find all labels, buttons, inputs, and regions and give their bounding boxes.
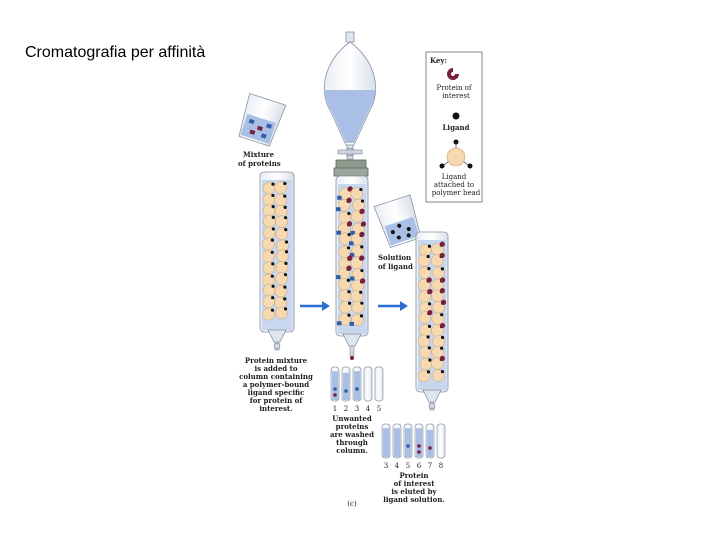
- tube-number: 1: [333, 405, 337, 413]
- test-tube: [374, 366, 384, 402]
- ligand-key-label: Ligand: [443, 123, 470, 132]
- tube-number: 3: [355, 405, 359, 413]
- ligand-icon: [452, 112, 460, 120]
- beaker-protein-mixture: [238, 93, 287, 147]
- test-tube: [363, 366, 373, 402]
- tube-number: 6: [417, 462, 422, 470]
- tube-number: 4: [366, 405, 371, 413]
- tube-number: 8: [439, 462, 443, 470]
- arrow-step-2: [378, 301, 408, 311]
- tube-number: 2: [344, 405, 348, 413]
- bead-key-label: Ligand attached to polymer bead: [432, 166, 481, 197]
- mixture-caption: Mixture of proteins: [238, 144, 281, 168]
- protein-of-interest-icon: [447, 68, 459, 80]
- tube-number: 5: [377, 405, 381, 413]
- slide-title: Cromatografia per affinità: [25, 44, 206, 61]
- key-box: Key: Protein of interest Ligand Ligand a…: [425, 51, 483, 203]
- tube-number: 5: [406, 462, 410, 470]
- key-heading: Key:: [430, 56, 447, 65]
- panel-label: (c): [347, 500, 357, 508]
- column-3: [415, 231, 449, 411]
- tube-number: 4: [395, 462, 400, 470]
- ligand-bead-icon: [439, 139, 473, 169]
- tube-number: 3: [384, 462, 388, 470]
- arrow-step-1: [300, 301, 330, 311]
- solution-caption: Solution of ligand: [378, 247, 415, 271]
- column-2: [333, 159, 369, 360]
- beaker-ligand-solution: [373, 194, 422, 249]
- test-tube: [436, 423, 446, 459]
- tube-number: 7: [428, 462, 432, 470]
- separatory-funnel: [323, 31, 377, 160]
- protein-key-label: Protein of interest: [436, 77, 475, 100]
- column-1: [259, 171, 295, 351]
